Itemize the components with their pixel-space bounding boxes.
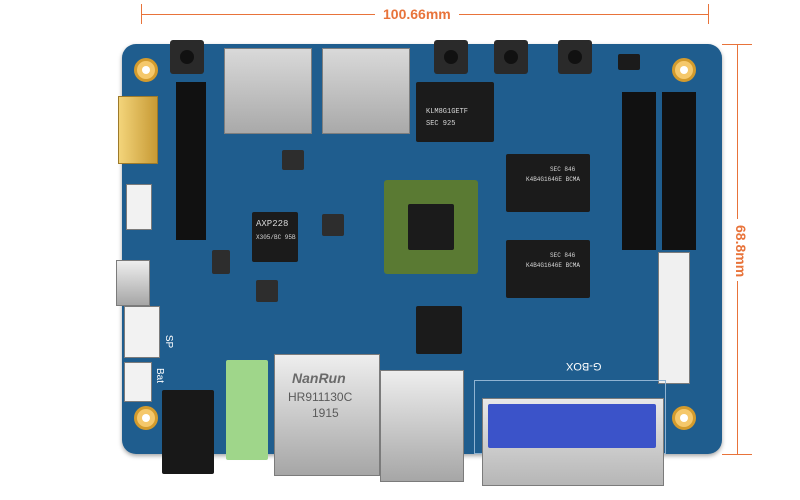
- hdmi-port: [118, 96, 158, 164]
- width-dimension-tick-left: [141, 4, 142, 24]
- inductor-4: [212, 250, 230, 274]
- pmic-sublabel: X305/BC 95B: [256, 234, 296, 241]
- ram2-label: SEC 846: [550, 252, 576, 259]
- height-dimension-label: 68.8mm: [733, 219, 749, 281]
- pmic-chip: [252, 212, 298, 262]
- flash-label: SEC 925: [426, 120, 456, 128]
- jst-connector-2: [124, 306, 160, 358]
- push-button-1: [170, 40, 204, 74]
- small-switch: [618, 54, 640, 70]
- rj45-port: [274, 354, 380, 476]
- inductor-1: [282, 150, 304, 170]
- micro-usb-port: [116, 260, 150, 306]
- gpio-header-left: [176, 82, 206, 240]
- rj45-date-label: 1915: [312, 406, 339, 420]
- ram1-sublabel: K4B4G1646E BCMA: [526, 176, 581, 183]
- soc-die: [408, 204, 454, 250]
- ram2-sublabel: K4B4G1646E BCMA: [526, 262, 581, 269]
- pcb-board: Bat SP AXP228 X305/BC 95B SEC 925 KLM8G1…: [116, 40, 722, 486]
- rj45-model-label: HR911130C: [288, 390, 353, 404]
- battery-connector: [124, 362, 152, 402]
- silk-bat-label: Bat: [154, 367, 166, 384]
- sd-card-slot-2: [322, 48, 410, 134]
- silk-gbox-label: G-BOX: [566, 360, 602, 372]
- sd-card-slot-1: [224, 48, 312, 134]
- ethernet-phy-chip: [416, 306, 462, 354]
- vga-connector-blue: [488, 404, 656, 448]
- emmc-flash-chip: [416, 82, 494, 142]
- silk-sp-label: SP: [163, 334, 175, 349]
- push-button-2: [434, 40, 468, 74]
- mounting-hole-top-right: [672, 58, 696, 82]
- height-dimension-tick-top: [722, 44, 752, 45]
- inductor-2: [322, 214, 344, 236]
- flash-sublabel: KLM8G1GETF: [426, 108, 469, 116]
- audio-jack: [226, 360, 268, 460]
- width-dimension-label: 100.66mm: [375, 6, 459, 22]
- ram1-label: SEC 846: [550, 166, 576, 173]
- lcd-ffc-connector: [658, 252, 690, 384]
- mounting-hole-top-left: [134, 58, 158, 82]
- push-button-4: [558, 40, 592, 74]
- height-dimension-tick-bottom: [722, 454, 752, 455]
- mounting-hole-bottom-right: [672, 406, 696, 430]
- gpio-header-right-1: [622, 92, 656, 250]
- mounting-hole-bottom-left: [134, 406, 158, 430]
- jst-connector-1: [126, 184, 152, 230]
- width-dimension-tick-right: [708, 4, 709, 24]
- ram-chip-2: [506, 240, 590, 298]
- gpio-header-right-2: [662, 92, 696, 250]
- dc-power-jack: [162, 390, 214, 474]
- push-button-3: [494, 40, 528, 74]
- pmic-label: AXP228: [256, 219, 289, 229]
- ram-chip-1: [506, 154, 590, 212]
- rj45-brand-label: NanRun: [292, 370, 346, 386]
- usb-a-port: [380, 370, 464, 482]
- inductor-3: [256, 280, 278, 302]
